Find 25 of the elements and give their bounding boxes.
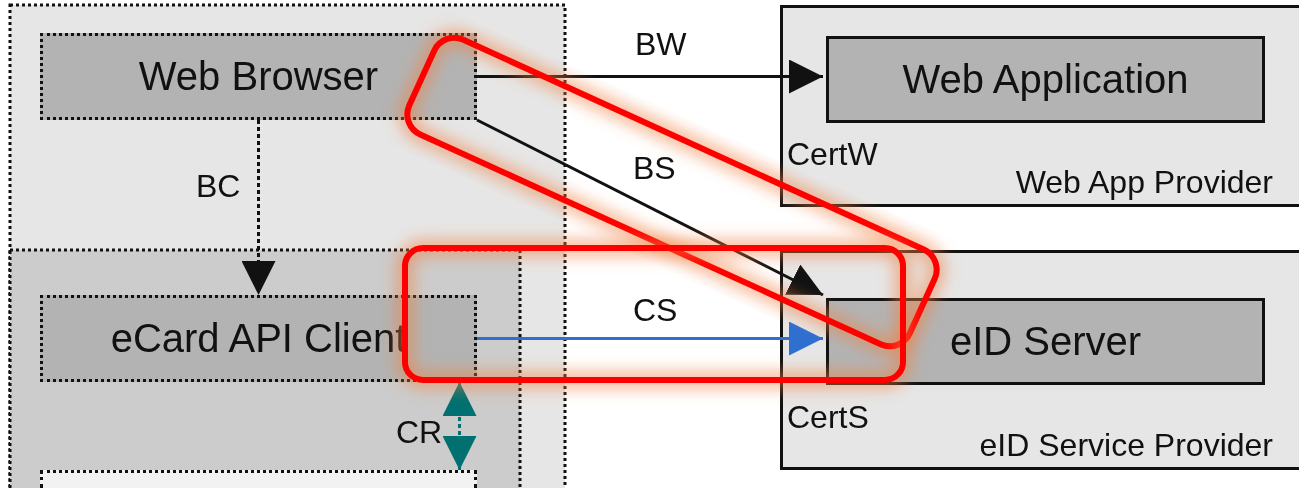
- arrow: [477, 321, 823, 356]
- container-title: Web App Provider: [1015, 166, 1273, 198]
- provider-container: [780, 5, 1299, 207]
- component-label: Web Browser: [137, 56, 380, 96]
- edge-label: CR: [396, 416, 443, 448]
- certificate-label: CertW: [787, 138, 878, 170]
- component-box: [826, 36, 1265, 123]
- edge-label: BW: [635, 28, 687, 60]
- component-box: [40, 295, 477, 382]
- arrow: [477, 59, 823, 94]
- arrow: [241, 120, 276, 295]
- arrow: [442, 382, 477, 470]
- component-label: eCard API Client: [109, 318, 408, 358]
- certificate-label: CertS: [787, 401, 869, 433]
- component-box: [40, 33, 477, 120]
- edge-label: BS: [633, 152, 676, 184]
- provider-container: [780, 250, 1299, 470]
- component-label: Web Application: [901, 59, 1190, 99]
- component-label: eID Server: [948, 321, 1143, 361]
- arrow: [476, 118, 824, 297]
- component-box: [40, 470, 477, 488]
- edge-label: CS: [633, 294, 678, 326]
- component-box: [826, 298, 1265, 385]
- edge-label: BC: [196, 170, 241, 202]
- container-title: eID Service Provider: [979, 429, 1273, 461]
